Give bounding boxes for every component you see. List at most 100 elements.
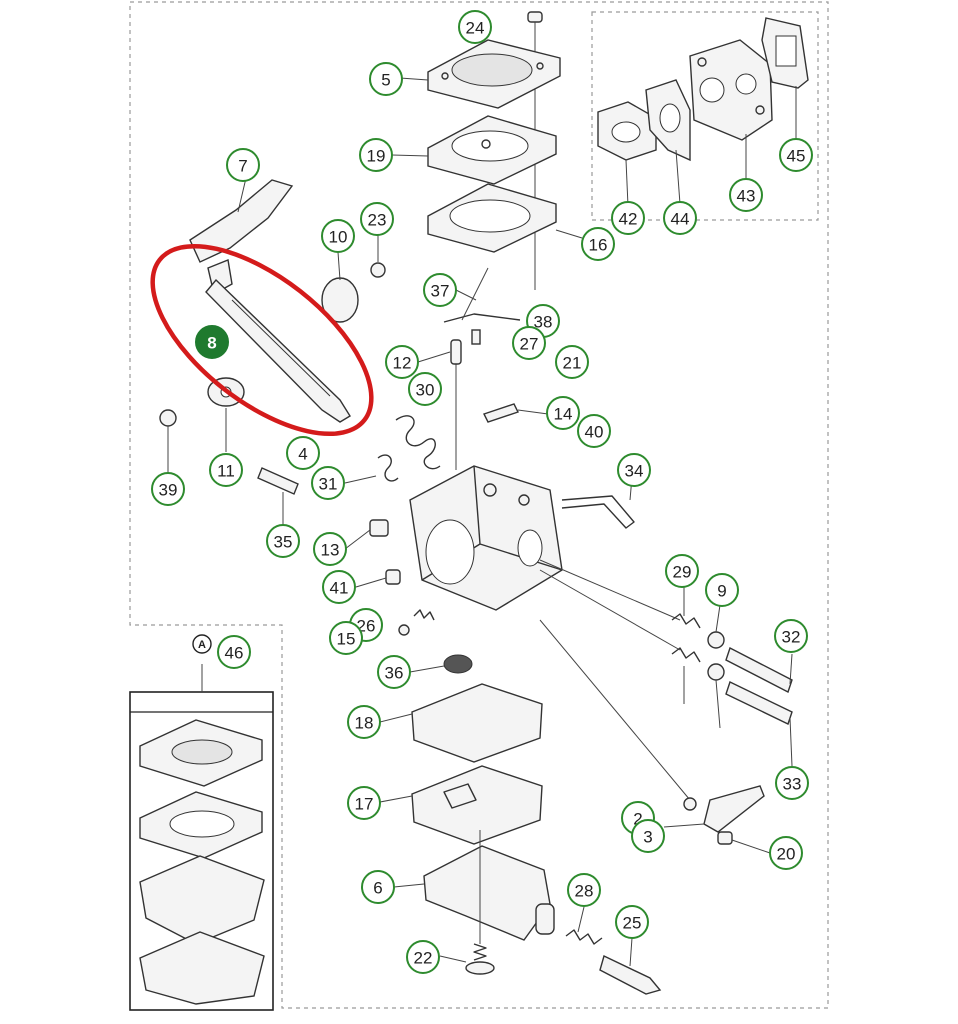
callout-44: 44 bbox=[663, 201, 697, 235]
callout-number: 8 bbox=[207, 334, 216, 353]
callout-22: 22 bbox=[406, 940, 440, 974]
callout-circle bbox=[615, 905, 649, 939]
callout-circle bbox=[361, 870, 395, 904]
callout-3: 3 bbox=[631, 819, 665, 853]
part-idle-screws bbox=[539, 559, 793, 725]
callout-23: 23 bbox=[360, 202, 394, 236]
callout-circle bbox=[512, 326, 546, 360]
callout-circle bbox=[226, 148, 260, 182]
part-diaphragm-19 bbox=[427, 115, 557, 185]
callout-circle bbox=[779, 138, 813, 172]
leader-lines bbox=[167, 77, 797, 967]
callout-7: 7 bbox=[226, 148, 260, 182]
callout-number: 42 bbox=[619, 210, 638, 229]
callout-circle bbox=[611, 201, 645, 235]
callout-circle bbox=[195, 325, 229, 359]
callout-19: 19 bbox=[359, 138, 393, 172]
callout-16: 16 bbox=[581, 227, 615, 261]
callout-circle bbox=[266, 524, 300, 558]
callout-30: 30 bbox=[408, 372, 442, 406]
callout-circle bbox=[360, 202, 394, 236]
part-spring-30 bbox=[395, 415, 441, 470]
part-screw-39 bbox=[159, 409, 177, 427]
part-lever-38 bbox=[443, 267, 521, 345]
callout-circle bbox=[369, 62, 403, 96]
main-assembly-frame bbox=[129, 1, 829, 1009]
part-fitting-13 bbox=[369, 519, 389, 537]
callout-18: 18 bbox=[347, 705, 381, 739]
kit-marker-circle bbox=[192, 634, 212, 654]
highlight-ring bbox=[150, 243, 374, 437]
callout-circle bbox=[286, 436, 320, 470]
callout-29: 29 bbox=[665, 554, 699, 588]
part-gasket-44 bbox=[645, 79, 691, 162]
callout-circle bbox=[665, 554, 699, 588]
part-pump-25 bbox=[599, 955, 662, 995]
callout-circle bbox=[729, 178, 763, 212]
callout-10: 10 bbox=[321, 219, 355, 253]
callout-number: 2 bbox=[633, 810, 642, 829]
callout-number: 37 bbox=[431, 282, 450, 301]
callout-circle bbox=[617, 453, 651, 487]
callout-36: 36 bbox=[377, 655, 411, 689]
callout-number: 35 bbox=[274, 533, 293, 552]
callout-27: 27 bbox=[512, 326, 546, 360]
callout-circle bbox=[567, 873, 601, 907]
callout-number: 46 bbox=[225, 644, 244, 663]
callout-17: 17 bbox=[347, 786, 381, 820]
callout-number: 41 bbox=[330, 579, 349, 598]
callout-circle bbox=[577, 414, 611, 448]
part-pin-35 bbox=[257, 467, 299, 495]
kit-marker: A bbox=[192, 634, 212, 654]
part-gasket-18 bbox=[411, 683, 543, 763]
callout-34: 34 bbox=[617, 453, 651, 487]
callout-number: 16 bbox=[589, 236, 608, 255]
callout-circle bbox=[663, 201, 697, 235]
part-throttle-lever-7 bbox=[189, 179, 294, 263]
callout-number: 15 bbox=[337, 630, 356, 649]
callout-15: 15 bbox=[329, 621, 363, 655]
callout-42: 42 bbox=[611, 201, 645, 235]
callout-number: 45 bbox=[787, 147, 806, 166]
callout-circle bbox=[322, 570, 356, 604]
part-spring-31 bbox=[377, 454, 399, 482]
part-gasket-16 bbox=[427, 183, 557, 253]
part-pin-14 bbox=[483, 403, 519, 423]
callout-5: 5 bbox=[369, 62, 403, 96]
callout-39: 39 bbox=[151, 472, 185, 506]
callout-number: 32 bbox=[782, 628, 801, 647]
callout-circle bbox=[385, 345, 419, 379]
callout-circle bbox=[774, 619, 808, 653]
callout-number: 40 bbox=[585, 423, 604, 442]
callout-21: 21 bbox=[555, 345, 589, 379]
callout-circle bbox=[151, 472, 185, 506]
callout-circle bbox=[705, 573, 739, 607]
part-adapter-43 bbox=[689, 39, 773, 141]
kit-parts bbox=[139, 719, 265, 1005]
part-carburetor-body bbox=[409, 465, 563, 611]
part-fuel-line-34 bbox=[561, 495, 635, 529]
callout-number: 22 bbox=[414, 949, 433, 968]
callout-number: 14 bbox=[554, 405, 573, 424]
callout-circle bbox=[546, 396, 580, 430]
callout-45: 45 bbox=[779, 138, 813, 172]
callout-11: 11 bbox=[209, 453, 243, 487]
callout-number: 28 bbox=[575, 882, 594, 901]
callout-number: 4 bbox=[298, 445, 307, 464]
callout-12: 12 bbox=[385, 345, 419, 379]
callout-circle bbox=[458, 10, 492, 44]
callout-circle bbox=[769, 836, 803, 870]
part-lever-3 bbox=[539, 619, 765, 845]
callout-number: 20 bbox=[777, 845, 796, 864]
callout-8: 8 bbox=[195, 325, 229, 359]
callout-31: 31 bbox=[311, 466, 345, 500]
callout-33: 33 bbox=[775, 766, 809, 800]
part-plug-41 bbox=[385, 569, 401, 585]
callout-43: 43 bbox=[729, 178, 763, 212]
part-spring-28 bbox=[565, 929, 603, 945]
callout-circle bbox=[321, 219, 355, 253]
callout-number: 36 bbox=[385, 664, 404, 683]
callout-number: 11 bbox=[217, 462, 235, 481]
callout-13: 13 bbox=[313, 532, 347, 566]
